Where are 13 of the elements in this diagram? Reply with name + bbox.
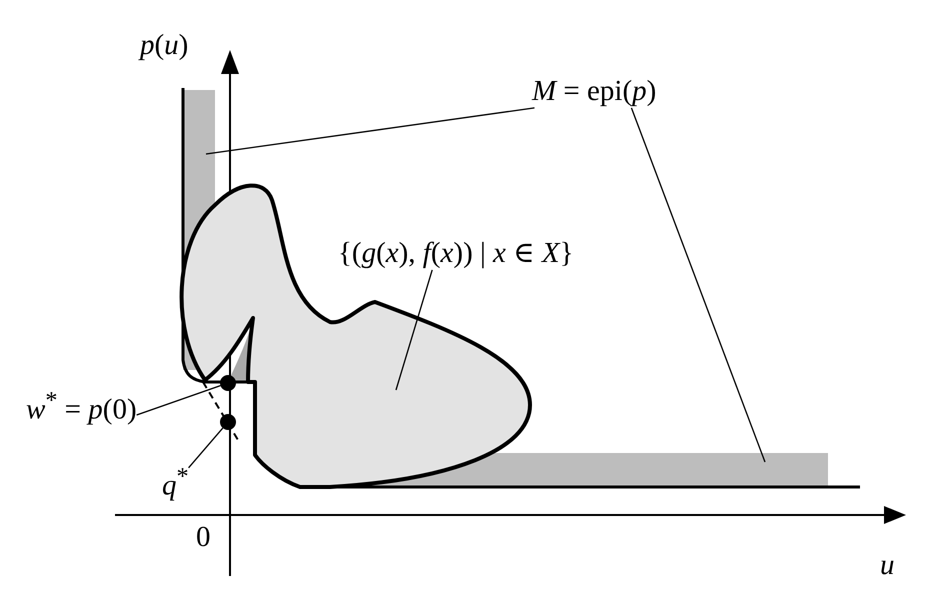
leader-line — [630, 108, 766, 462]
leader-line — [188, 428, 224, 468]
math-label: q$^{*}$ — [162, 464, 189, 503]
leader-line — [206, 107, 535, 155]
axis-label: 0 — [196, 522, 210, 554]
leader-line — [395, 270, 433, 390]
math-label: {(g(x), f(x)) | x ∈ X} — [338, 238, 574, 270]
math-label: M = epi(p) — [532, 76, 656, 108]
set-region — [180, 184, 532, 489]
axis-label: p(u) — [140, 30, 188, 62]
math-label: w$^{*}$ = p(0) — [26, 388, 137, 427]
leader-line — [136, 385, 221, 416]
axis-label: u — [880, 550, 894, 582]
